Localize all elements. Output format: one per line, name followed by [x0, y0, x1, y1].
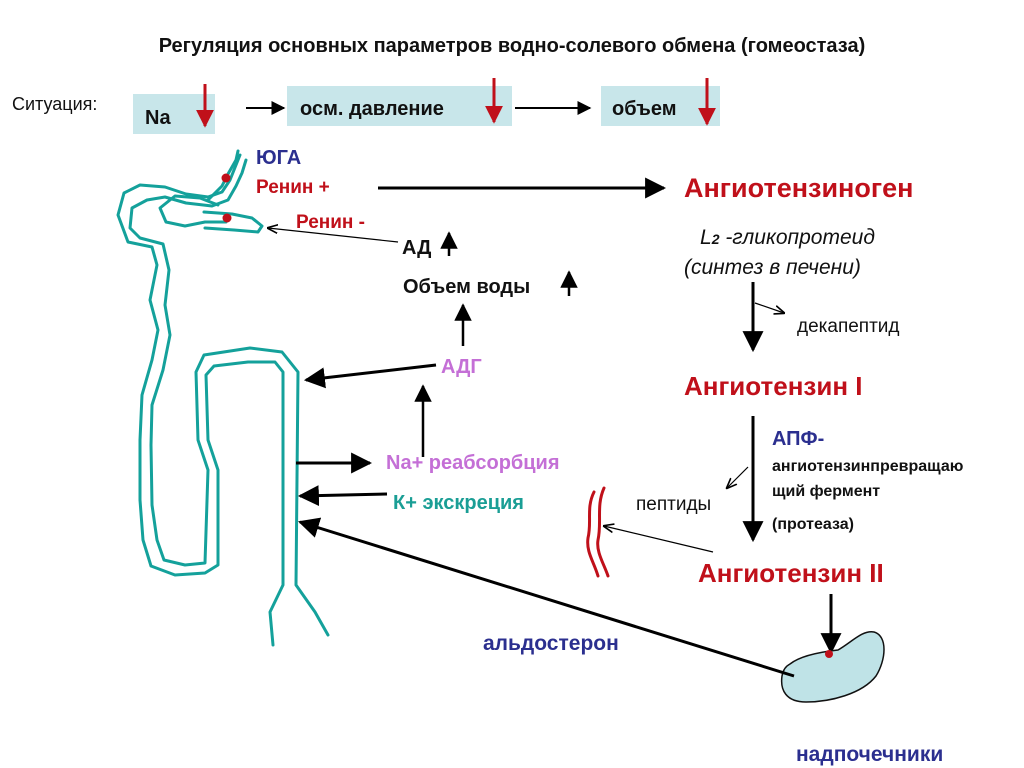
nephron-tubule-outer: [116, 153, 285, 647]
yuga-label: ЮГА: [256, 147, 301, 169]
apf-line3: (протеаза): [772, 516, 854, 533]
angiotensinogen-label: Ангиотензиноген: [684, 173, 913, 203]
angiotensin1-label: Ангиотензин I: [684, 371, 862, 401]
apf-title: АПФ-: [772, 428, 824, 450]
osm-box: [287, 86, 512, 126]
volume-box-label: объем: [612, 98, 677, 120]
nephron-glomerulus-loop: [158, 194, 228, 228]
arrow-to-peptides: [727, 466, 749, 488]
decapeptide-label: декапептид: [797, 316, 900, 337]
arrow-aldosterone-to-nephron: [297, 517, 795, 678]
nephron-tubule-inner: [128, 158, 330, 637]
renin-plus-label: Ренин +: [256, 177, 330, 198]
nephron-afferent-vessel: [202, 210, 264, 234]
arrow-adg-to-nephron: [303, 363, 437, 389]
apf-line1: ангиотензинпревращаю: [772, 458, 964, 475]
adrenal-dot: [825, 650, 833, 658]
angiotensin2-label: Ангиотензин II: [698, 558, 884, 588]
renin-minus-label: Ренин -: [296, 212, 365, 233]
arrow-ad-to-renin-minus: [268, 228, 399, 243]
adrenal-gland-icon: [780, 631, 885, 703]
adg-label: АДГ: [441, 356, 482, 378]
diagram-title: Регуляция основных параметров водно-соле…: [159, 35, 866, 57]
situation-label: Ситуация:: [12, 94, 97, 114]
osm-box-label: осм. давление: [300, 98, 444, 120]
yuga-dot-lower: [222, 213, 232, 223]
peptides-label: пептиды: [636, 494, 711, 515]
arrow-to-decapeptide: [754, 302, 784, 313]
synthesis-label: (синтез в печени): [684, 256, 861, 279]
na-reabsorption-label: Na+ реабсорбция: [386, 452, 560, 474]
aldosterone-label: альдостерон: [483, 632, 619, 655]
ad-label: АД: [402, 237, 431, 259]
apf-line2: щий фермент: [772, 483, 880, 500]
nephron-drawing: [116, 149, 330, 647]
k-excretion-label: К+ экскреция: [393, 492, 524, 514]
na-box-label: Na: [145, 107, 171, 129]
yuga-dot-upper: [221, 173, 231, 183]
adrenal-label: надпочечники: [796, 743, 943, 766]
water-volume-label: Объем воды: [403, 276, 530, 298]
vessel-icon: [586, 486, 610, 578]
arrow-k-to-nephron: [297, 485, 388, 507]
arrow-angiotensin2-to-vessel: [604, 526, 714, 553]
glycoprotein-label: L2 -гликопротеид: [700, 226, 875, 249]
